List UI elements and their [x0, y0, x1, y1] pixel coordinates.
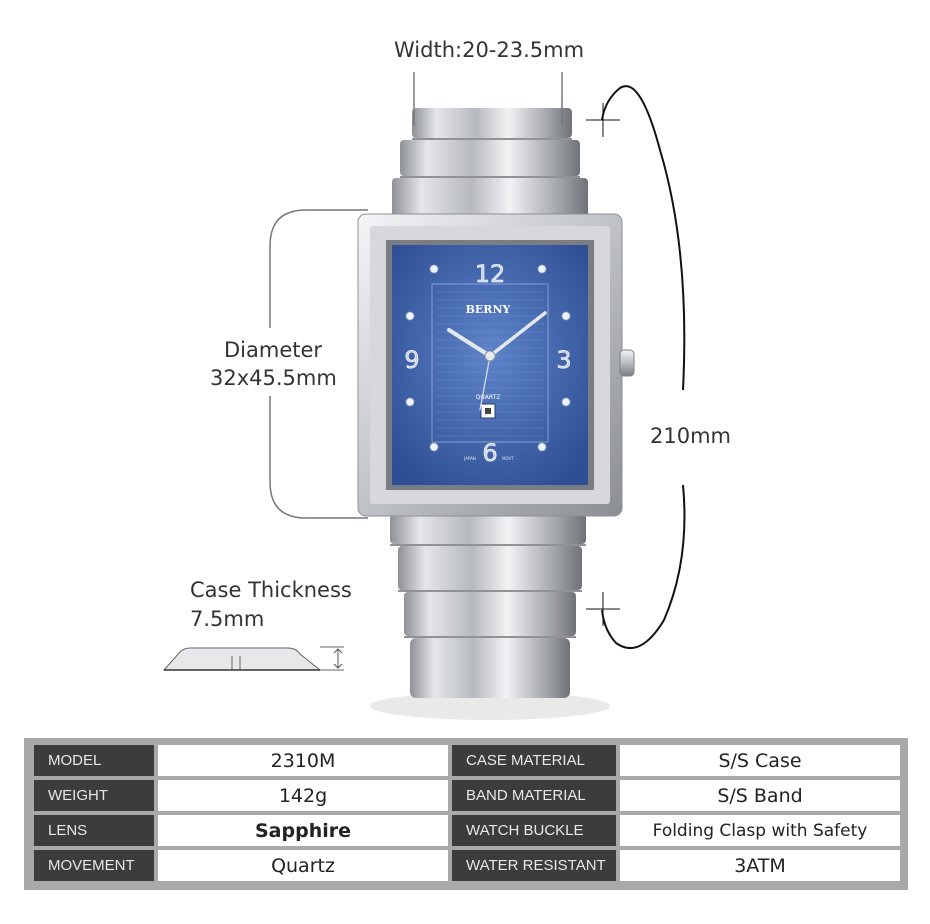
- width-marker: [413, 72, 563, 126]
- spec-key: BAND MATERIAL: [452, 780, 616, 811]
- spec-key: MOVEMENT: [34, 850, 154, 881]
- length-marker: [586, 85, 686, 649]
- width-label: Width:20-23.5mm: [394, 38, 585, 62]
- dial-quartz-text: QUARTZ: [476, 394, 501, 401]
- spec-value: 3ATM: [620, 850, 900, 881]
- lower-bracelet: [390, 500, 586, 698]
- spec-value: S/S Case: [620, 745, 900, 776]
- spec-value: Folding Clasp with Safety: [620, 815, 900, 846]
- spec-value: 142g: [158, 780, 448, 811]
- length-label: 210mm: [650, 424, 731, 448]
- spec-key: WATER RESISTANT: [452, 850, 616, 881]
- spec-key: CASE MATERIAL: [452, 745, 616, 776]
- diamond-markers: [405, 264, 571, 452]
- numeral-3: 3: [556, 346, 571, 374]
- watch-hands: [447, 311, 547, 411]
- spec-key: LENS: [34, 815, 154, 846]
- spec-key: WEIGHT: [34, 780, 154, 811]
- spec-value: Quartz: [158, 850, 448, 881]
- numeral-12: 12: [475, 260, 506, 288]
- numeral-9: 9: [404, 346, 419, 374]
- crown: [619, 349, 635, 377]
- diameter-label: Diameter: [224, 338, 323, 362]
- numeral-6: 6: [482, 439, 497, 467]
- case-thickness-profile: [162, 646, 344, 671]
- diameter-value: 32x45.5mm: [210, 366, 337, 390]
- spec-value: Sapphire: [158, 815, 448, 846]
- watch-dial: 12 3 6 9 BERNY QUARTZ JAPAN MOVT: [392, 245, 588, 485]
- watch-shadow: [370, 692, 610, 720]
- spec-key: MODEL: [34, 745, 154, 776]
- dial-japan-text: JAPAN: [463, 456, 476, 461]
- dial-movt-text: MOVT: [502, 456, 514, 461]
- upper-bracelet: [392, 108, 588, 218]
- spec-table: MODEL 2310M CASE MATERIAL S/S Case WEIGH…: [24, 738, 908, 890]
- spec-key: WATCH BUCKLE: [452, 815, 616, 846]
- brand-logo: BERNY: [466, 303, 511, 316]
- spec-value: 2310M: [158, 745, 448, 776]
- diameter-bracket: [269, 209, 368, 519]
- thickness-label: Case Thickness: [190, 578, 352, 602]
- watch-illustration: 12 3 6 9 BERNY QUARTZ JAPAN MOVT: [162, 72, 686, 720]
- thickness-value: 7.5mm: [190, 607, 265, 631]
- spec-value: S/S Band: [620, 780, 900, 811]
